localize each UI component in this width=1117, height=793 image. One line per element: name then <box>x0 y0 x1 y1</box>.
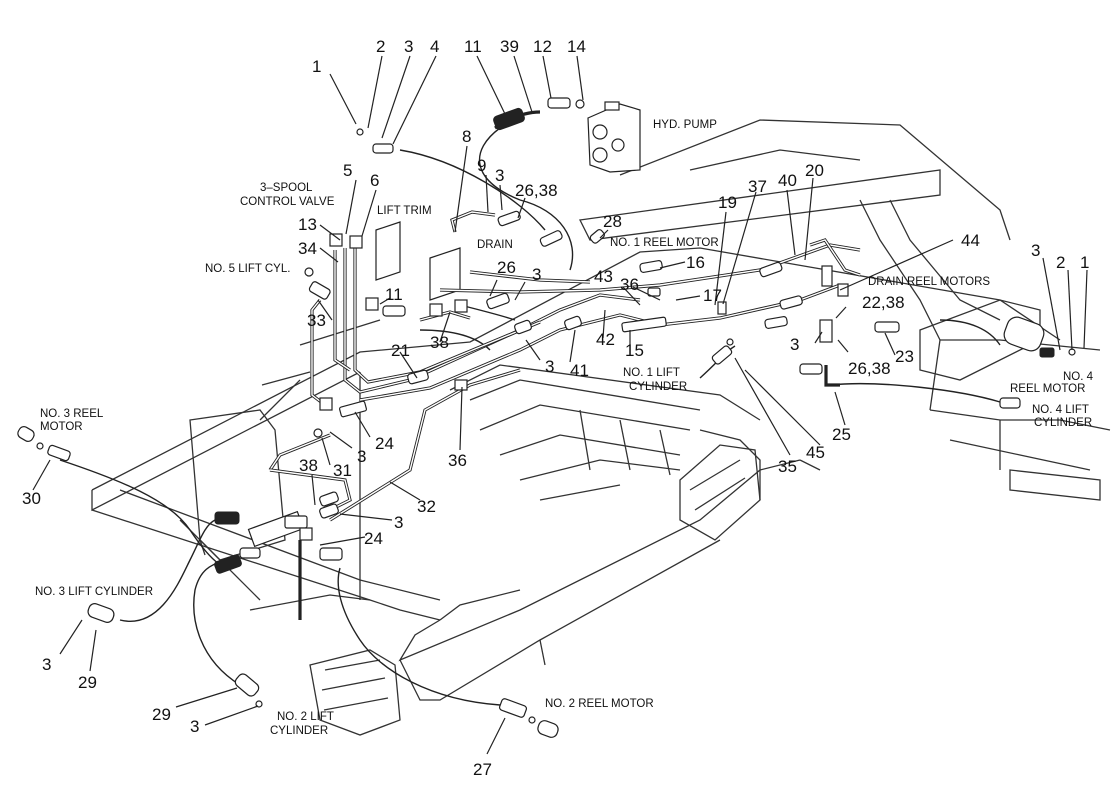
caption-lift-cyl-5: NO. 5 LIFT CYL. <box>205 263 290 275</box>
caption-hyd-pump: HYD. PUMP <box>653 119 717 131</box>
callout-24: 24 <box>375 434 394 453</box>
callout-3: 3 <box>495 166 504 185</box>
callout-30: 30 <box>22 489 41 508</box>
callout-3: 3 <box>404 37 413 56</box>
caption-reel-motor-3-line2: MOTOR <box>40 421 83 433</box>
callout-44: 44 <box>961 231 980 250</box>
leader-lines <box>32 55 1088 755</box>
callout-41: 41 <box>570 361 589 380</box>
callout-6: 6 <box>370 171 379 190</box>
caption-lift-cyl-4-line1: NO. 4 LIFT <box>1032 404 1089 416</box>
caption-reel-motor-3-line1: NO. 3 REEL <box>40 408 104 420</box>
callout-37: 37 <box>748 177 767 196</box>
callout-labels: 1 2 3 4 11 39 12 14 8 9 3 26,38 5 6 13 3… <box>22 37 1089 779</box>
callout-29: 29 <box>152 705 171 724</box>
callout-3: 3 <box>790 335 799 354</box>
callout-8: 8 <box>462 127 471 146</box>
callout-3: 3 <box>532 265 541 284</box>
callout-9: 9 <box>477 156 486 175</box>
fittings <box>17 97 1076 738</box>
callout-3: 3 <box>545 357 554 376</box>
caption-control-valve-line1: 3–SPOOL <box>260 182 313 194</box>
callout-16: 16 <box>686 253 705 272</box>
callout-19: 19 <box>718 193 737 212</box>
caption-control-valve-line2: CONTROL VALVE <box>240 196 335 208</box>
callout-14: 14 <box>567 37 586 56</box>
callout-2: 2 <box>376 37 385 56</box>
callout-13: 13 <box>298 215 317 234</box>
callout-3: 3 <box>42 655 51 674</box>
caption-reel-motor-4-line2: REEL MOTOR <box>1010 383 1085 395</box>
callout-21: 21 <box>391 341 410 360</box>
caption-lift-cyl-2-line2: CYLINDER <box>270 725 328 737</box>
callout-20: 20 <box>805 161 824 180</box>
callout-26: 26 <box>497 258 516 277</box>
callout-5: 5 <box>343 161 352 180</box>
callout-3: 3 <box>1031 241 1040 260</box>
callout-36: 36 <box>448 451 467 470</box>
caption-lift-cyl-2-line1: NO. 2 LIFT <box>277 711 334 723</box>
caption-reel-motor-1: NO. 1 REEL MOTOR <box>610 237 719 249</box>
callout-39: 39 <box>500 37 519 56</box>
callout-24: 24 <box>364 529 383 548</box>
callout-35: 35 <box>778 457 797 476</box>
callout-22-38: 22,38 <box>862 293 905 312</box>
reel-unit-1 <box>679 444 761 541</box>
callout-3: 3 <box>357 447 366 466</box>
component-captions: HYD. PUMP 3–SPOOL CONTROL VALVE LIFT TRI… <box>35 119 1094 737</box>
caption-lift-cyl-3: NO. 3 LIFT CYLINDER <box>35 586 153 598</box>
callout-38: 38 <box>299 456 318 475</box>
callout-11: 11 <box>464 37 482 56</box>
callout-3: 3 <box>394 513 403 532</box>
callout-4: 4 <box>430 37 439 56</box>
callout-43: 43 <box>594 267 613 286</box>
callout-12: 12 <box>533 37 552 56</box>
callout-15: 15 <box>625 341 644 360</box>
callout-36: 36 <box>620 275 639 294</box>
callout-32: 32 <box>417 497 436 516</box>
callout-45: 45 <box>806 443 825 462</box>
hydraulic-pump <box>587 101 641 173</box>
callout-3: 3 <box>190 717 199 736</box>
caption-reel-motor-4-line1: NO. 4 <box>1063 371 1094 383</box>
chassis-frame <box>91 119 1111 701</box>
caption-drain: DRAIN <box>477 239 513 251</box>
callout-26-38: 26,38 <box>515 181 558 200</box>
callout-28: 28 <box>603 212 622 231</box>
callout-17: 17 <box>703 286 722 305</box>
callout-40: 40 <box>778 171 797 190</box>
callout-1: 1 <box>1080 253 1089 272</box>
callout-2: 2 <box>1056 253 1065 272</box>
caption-lift-cyl-1-line1: NO. 1 LIFT <box>623 367 680 379</box>
hoses <box>59 127 1001 706</box>
callout-11: 11 <box>385 285 403 304</box>
callout-26-38: 26,38 <box>848 359 891 378</box>
callout-27: 27 <box>473 760 492 779</box>
callout-33: 33 <box>307 311 326 330</box>
callout-25: 25 <box>832 425 851 444</box>
caption-lift-cyl-1-line2: CYLINDER <box>629 381 687 393</box>
callout-23: 23 <box>895 347 914 366</box>
caption-lift-cyl-4-line2: CYLINDER <box>1034 417 1092 429</box>
caption-drain-reel-motors: DRAIN REEL MOTORS <box>868 276 990 288</box>
callout-38: 38 <box>430 333 449 352</box>
callout-31: 31 <box>333 461 352 480</box>
reel-unit-2 <box>309 649 401 736</box>
callout-29: 29 <box>78 673 97 692</box>
callout-42: 42 <box>596 330 615 349</box>
caption-reel-motor-2: NO. 2 REEL MOTOR <box>545 698 654 710</box>
callout-34: 34 <box>298 239 317 258</box>
callout-1: 1 <box>312 57 321 76</box>
caption-lift-trim: LIFT TRIM <box>377 205 432 217</box>
